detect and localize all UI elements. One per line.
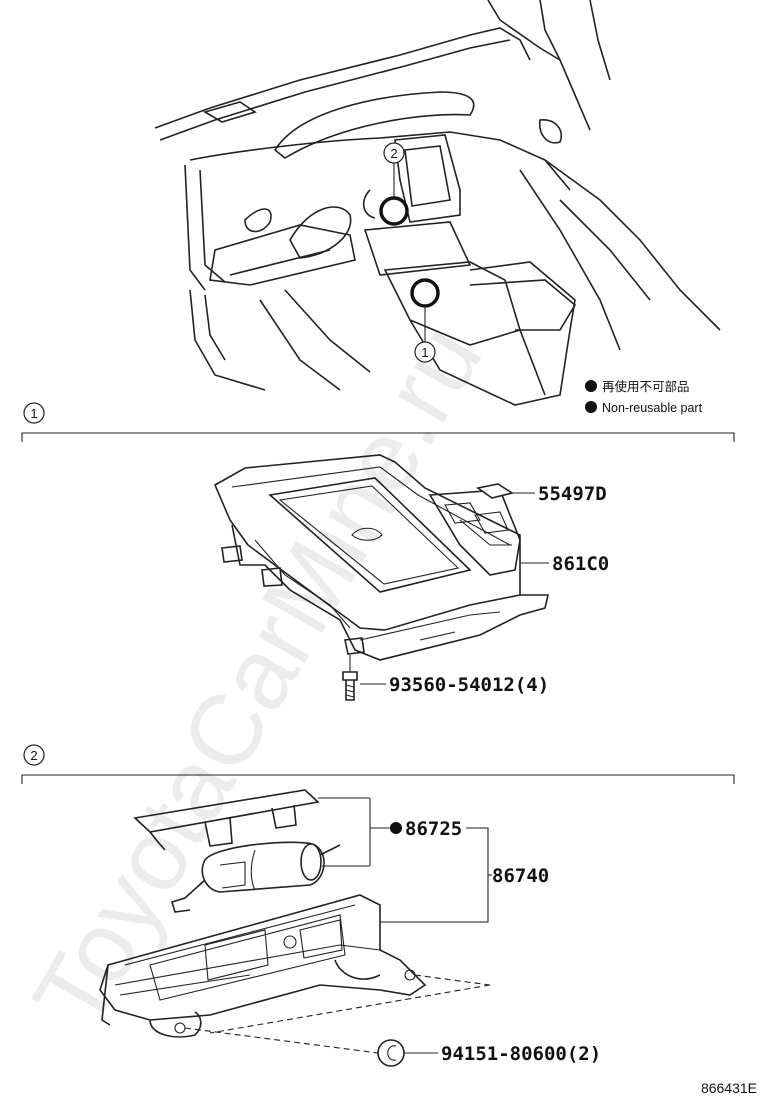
non-reusable-dot-icon [390,822,402,834]
dashed-leader-lines [184,974,491,1054]
part-label-86725: 86725 [405,818,462,840]
dashboard-illustration [154,0,721,406]
section-2-header: 2 [21,744,735,784]
motor-illustration [171,841,370,913]
legend: 再使用不可部品 Non-reusable part [585,379,703,415]
clip-icon [377,1039,438,1067]
svg-text:1: 1 [30,406,37,421]
part-label-93560: 93560-54012(4) [389,674,549,696]
bracket-plate-illustration [133,789,370,851]
svg-text:1: 1 [421,345,428,360]
part-label-55497D: 55497D [538,483,607,505]
legend-jp: 再使用不可部品 [602,379,690,394]
dash-callout-2: 2 [383,142,405,164]
legend-en: Non-reusable part [602,401,703,415]
part-label-94151: 94151-80600(2) [441,1043,601,1065]
non-reusable-dot-icon [585,380,597,392]
non-reusable-dot-icon [585,401,597,413]
part-label-86740: 86740 [492,865,549,887]
dash-callout-1: 1 [414,341,436,363]
part-label-861C0: 861C0 [552,553,609,575]
svg-text:2: 2 [390,146,397,161]
screw-icon [342,655,386,701]
section-1-header: 1 [21,402,735,442]
figure-id: 866431E [701,1080,757,1096]
svg-text:2: 2 [30,748,37,763]
part-55497D-illustration [476,483,535,499]
housing-illustration [99,894,427,1038]
